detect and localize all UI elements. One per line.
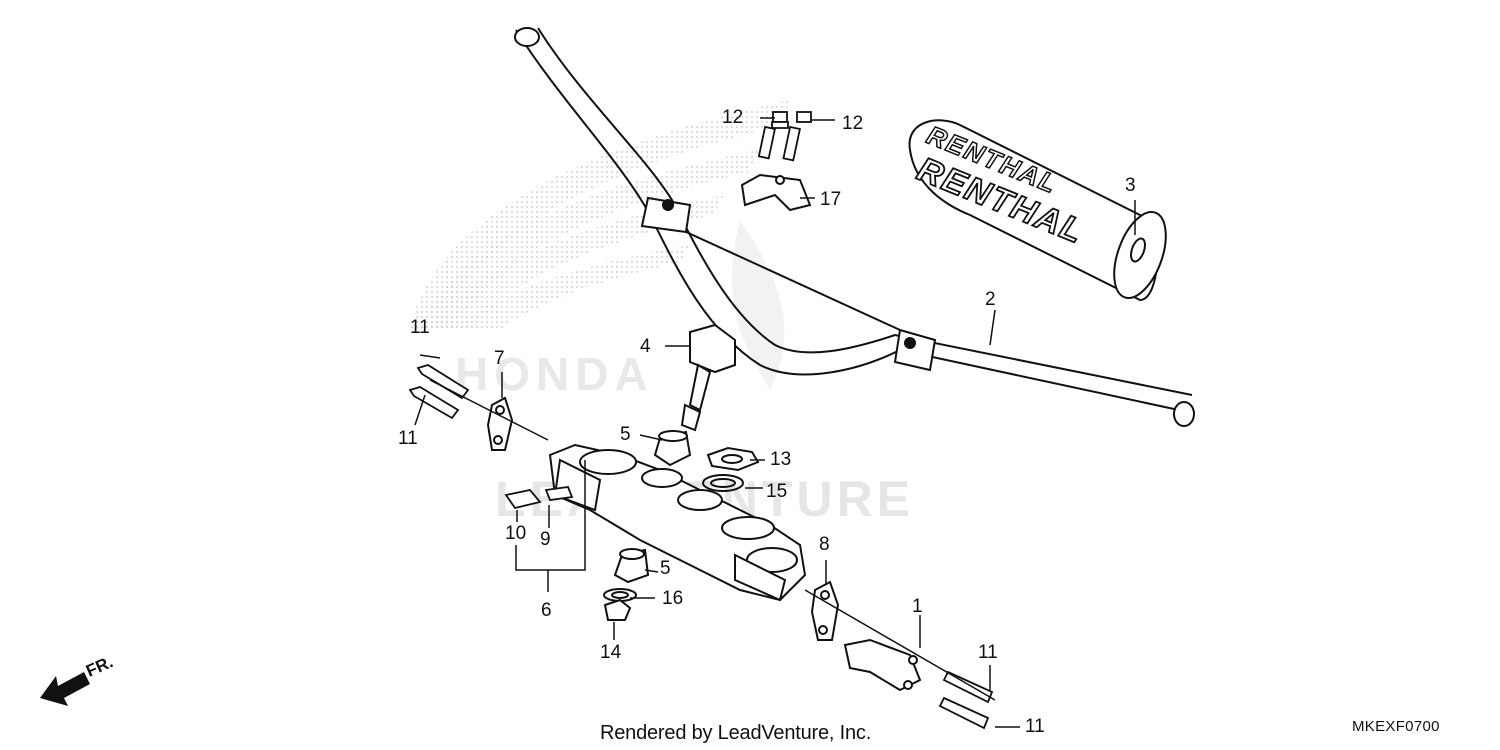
svg-text:HONDA: HONDA	[455, 348, 654, 400]
leader-lines	[414, 117, 1136, 728]
callout-13: 13	[770, 449, 792, 470]
handlebar-holder	[680, 323, 736, 432]
callout-11d: 11	[1025, 716, 1045, 737]
rubber-upper	[653, 430, 692, 467]
plates	[504, 486, 574, 510]
nut-13	[706, 446, 760, 472]
bracket-7	[486, 396, 514, 451]
callout-16: 16	[662, 588, 684, 609]
callout-15: 15	[766, 481, 788, 502]
footer-credit: Rendered by LeadVenture, Inc.	[600, 722, 872, 744]
rubber-lower-stack	[603, 548, 650, 621]
callout-14: 14	[600, 642, 622, 663]
callout-3: 3	[1125, 175, 1136, 196]
callout-4: 4	[640, 336, 651, 357]
callout-10: 10	[505, 523, 527, 544]
washer-15	[702, 474, 744, 492]
callout-12b: 12	[842, 113, 864, 134]
callout-2: 2	[985, 289, 996, 310]
top-bridge	[548, 443, 807, 602]
bolts-11	[408, 364, 994, 730]
callout-11c: 11	[978, 642, 998, 663]
wing-logo-watermark: HONDA	[410, 100, 790, 400]
callout-17: 17	[820, 189, 842, 210]
callout-11b: 11	[398, 428, 418, 449]
lower-clamp	[843, 638, 922, 692]
handlebar	[514, 27, 1195, 427]
front-arrow-icon	[40, 672, 90, 706]
callout-1: 1	[912, 596, 923, 617]
callout-12a: 12	[722, 107, 744, 128]
upper-clamp	[740, 173, 812, 212]
handlebar-pad: RENTHAL RENTHAL	[908, 119, 1167, 302]
bolts-12	[757, 111, 812, 162]
callout-6: 6	[541, 600, 552, 621]
callout-7: 7	[494, 348, 505, 369]
diagram-code: MKEXF0700	[1352, 718, 1440, 735]
bracket-8	[810, 580, 840, 641]
callout-9: 9	[540, 529, 551, 550]
callout-5b: 5	[660, 558, 671, 579]
callout-8: 8	[819, 534, 830, 555]
callout-5a: 5	[620, 424, 631, 445]
callout-11a: 11	[410, 317, 430, 338]
